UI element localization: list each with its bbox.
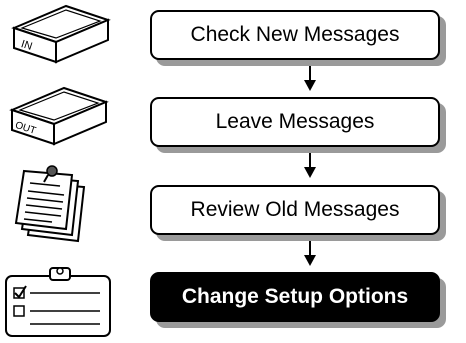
outbox-tray-icon: OUT bbox=[2, 84, 110, 154]
down-arrow-icon bbox=[303, 66, 317, 97]
change-setup-options-label: Change Setup Options bbox=[181, 285, 409, 308]
svg-text:IN: IN bbox=[19, 38, 33, 53]
review-old-messages-label: Review Old Messages bbox=[190, 198, 400, 221]
down-arrow-icon bbox=[303, 241, 317, 272]
change-setup-options-button[interactable]: Change Setup Options bbox=[150, 272, 440, 322]
pinned-papers-icon bbox=[14, 165, 94, 245]
leave-messages-label: Leave Messages bbox=[215, 110, 375, 133]
leave-messages-button[interactable]: Leave Messages bbox=[150, 97, 440, 147]
review-old-messages-button[interactable]: Review Old Messages bbox=[150, 185, 440, 235]
check-new-messages-button[interactable]: Check New Messages bbox=[150, 10, 440, 60]
inbox-tray-icon: IN bbox=[4, 2, 112, 72]
down-arrow-icon bbox=[303, 153, 317, 184]
clipboard-checklist-icon bbox=[4, 262, 114, 340]
check-new-messages-label: Check New Messages bbox=[190, 23, 400, 46]
